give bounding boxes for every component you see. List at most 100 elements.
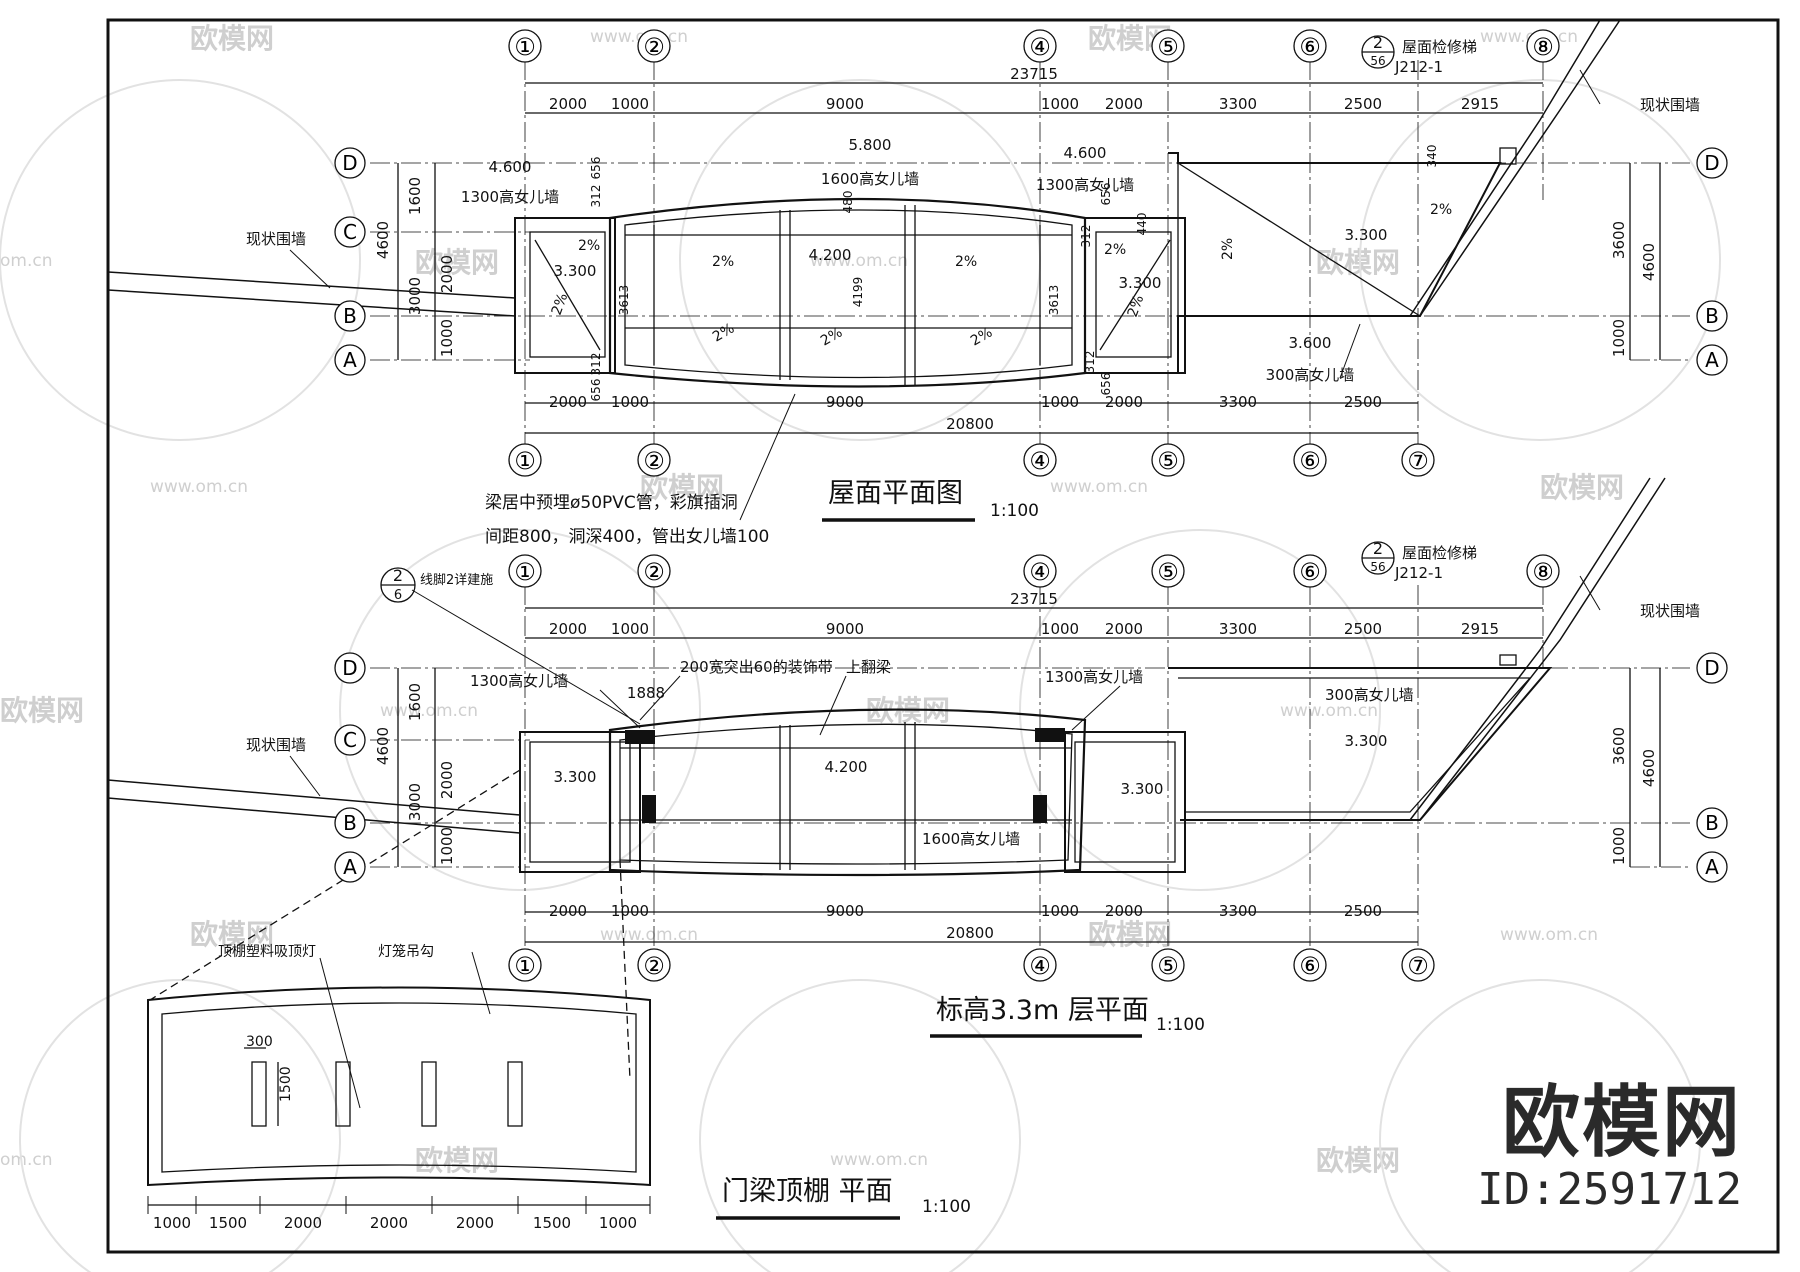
dim-text: 2000 xyxy=(549,393,587,411)
dim-text: 1000 xyxy=(611,95,649,113)
watermark-text: 欧模网 xyxy=(190,22,274,55)
ceiling-plan xyxy=(147,951,651,1214)
dim-text: 1500 xyxy=(209,1214,247,1232)
roof-annotations: 5.800 1600高女儿墙 4.600 1300高女儿墙 4.600 1300… xyxy=(246,38,1700,547)
axis-row-label: C xyxy=(343,220,357,244)
axis-bubbles-roof-rows: D C B A D B A xyxy=(334,147,1728,376)
parapet-label: 1300高女儿墙 xyxy=(1045,668,1143,686)
axis-bubble-label: ⑥ xyxy=(1299,952,1321,980)
elevation-label: 3.300 xyxy=(1345,732,1388,750)
detail-number: 2 xyxy=(1373,539,1383,558)
axis-bubble-label: ④ xyxy=(1029,952,1051,980)
light-label: 顶棚塑料吸顶灯 xyxy=(218,944,316,960)
axis-bubble-label: ② xyxy=(643,447,665,475)
dim-text: 1000 xyxy=(1041,95,1079,113)
dim-text: 1000 xyxy=(611,393,649,411)
slope-label: 2% xyxy=(578,238,600,254)
axis-row-label: B xyxy=(343,304,357,328)
axis-row-label: D xyxy=(1704,656,1719,680)
slope-label: 2% xyxy=(1220,238,1236,260)
brand-watermark: 欧模网 ID:2591712 xyxy=(1477,1084,1742,1212)
structural-columns xyxy=(625,728,1065,823)
note-text: 梁居中预埋ø50PVC管，彩旗插洞 xyxy=(485,493,738,513)
elevation-label: 3.300 xyxy=(1119,274,1162,292)
watermark-text: 欧模网 xyxy=(415,1144,499,1177)
dim-text: 480 xyxy=(841,191,855,214)
axis-bubble-label: ② xyxy=(643,952,665,980)
watermark-url: www.om.cn xyxy=(810,251,908,271)
floor-dimensions: 23715 2000 1000 9000 1000 2000 3300 2500… xyxy=(374,590,1658,942)
elevation-label: 4.200 xyxy=(825,758,868,776)
dim-text: 2500 xyxy=(1344,620,1382,638)
watermark-url: www.om.cn xyxy=(1050,477,1148,497)
dim-text: 1000 xyxy=(1041,620,1079,638)
ceiling-dimensions: 1000 1500 2000 2000 2000 1500 1000 xyxy=(153,1214,637,1232)
axis-row-label: D xyxy=(342,656,357,680)
existing-wall-label: 现状围墙 xyxy=(246,230,306,248)
overall-dim: 23715 xyxy=(1010,590,1058,608)
slope-label: 2% xyxy=(1430,202,1452,218)
existing-wall-label: 现状围墙 xyxy=(1640,96,1700,114)
drawing-title: 标高3.3m 层平面 xyxy=(936,995,1149,1026)
dim-text: 4600 xyxy=(374,221,392,259)
slope-label: 2% xyxy=(1125,293,1148,319)
axis-bubble-label: ② xyxy=(643,33,665,61)
ladder-label: 屋面检修梯 xyxy=(1402,38,1477,56)
roof-plan xyxy=(107,19,1690,450)
dim-text: 440 xyxy=(1135,213,1149,236)
asset-id: ID:2591712 xyxy=(1477,1164,1742,1215)
slope-label: 2% xyxy=(1104,242,1126,258)
drawing-scale: 1:100 xyxy=(1156,1015,1205,1035)
dim-text: 656 xyxy=(1099,183,1113,206)
slope-label: 2% xyxy=(710,320,737,345)
overall-dim: 20800 xyxy=(946,415,994,433)
elevation-label: 4.600 xyxy=(1064,144,1107,162)
watermark-text: 欧模网 xyxy=(0,694,84,727)
watermark-url: www.om.cn xyxy=(150,477,248,497)
watermark-text: 欧模网 xyxy=(190,918,274,951)
elevation-label: 4.200 xyxy=(809,246,852,264)
axis-bubbles-roof-bottom: ① ② ④ ⑤ ⑥ ⑦ xyxy=(508,443,1435,477)
dim-text: 1500 xyxy=(533,1214,571,1232)
annotation-text: 200宽突出60的装饰带 xyxy=(680,658,833,676)
dim-text: 1000 xyxy=(1610,827,1628,865)
detail-number: 2 xyxy=(393,566,403,585)
watermark-text: 欧模网 xyxy=(415,246,499,279)
elevation-label: 3.300 xyxy=(1121,780,1164,798)
floor-leaders xyxy=(289,575,1601,797)
axis-bubble-label: ⑤ xyxy=(1157,33,1179,61)
drawing-scale: 1:100 xyxy=(990,501,1039,521)
floor-annotations: 200宽突出60的装饰带 上翻梁 1300高女儿墙 1300高女儿墙 300高女… xyxy=(246,544,1700,848)
axis-row-label: A xyxy=(1705,348,1719,372)
ceiling-annotations: 顶棚塑料吸顶灯 灯笼吊勾 300 1500 xyxy=(218,943,434,1102)
axis-bubbles-roof-top: ① ② ④ ⑤ ⑥ ⑧ xyxy=(508,29,1560,63)
dim-text: 3300 xyxy=(1219,393,1257,411)
dim-text: 1000 xyxy=(1041,393,1079,411)
axis-row-label: A xyxy=(1705,855,1719,879)
dim-text: 3613 xyxy=(1047,285,1061,316)
axis-bubble-label: ① xyxy=(514,447,536,475)
watermark-text: 欧模网 xyxy=(1540,471,1624,504)
axis-bubble-label: ⑧ xyxy=(1532,558,1554,586)
slope-label: 2% xyxy=(549,291,572,317)
dim-text: 3600 xyxy=(1610,727,1628,765)
axis-bubble-label: ① xyxy=(514,558,536,586)
dim-text: 1000 xyxy=(599,1214,637,1232)
dim-text: 3000 xyxy=(406,783,424,821)
dim-text: 2000 xyxy=(370,1214,408,1232)
axis-row-label: B xyxy=(343,811,357,835)
dim-text: 656 xyxy=(1099,373,1113,396)
axis-bubbles-floor-rows: D C B A D B A xyxy=(334,652,1728,883)
parapet-label: 300高女儿墙 xyxy=(1325,686,1414,704)
parapet-label: 1300高女儿墙 xyxy=(1036,176,1134,194)
axis-bubble-label: ⑥ xyxy=(1299,447,1321,475)
dim-text: 9000 xyxy=(826,393,864,411)
dim-text: 1000 xyxy=(153,1214,191,1232)
dim-text: 300 xyxy=(246,1034,273,1050)
elevation-label: 5.800 xyxy=(849,136,892,154)
parapet-label: 1300高女儿墙 xyxy=(461,188,559,206)
dim-text: 2500 xyxy=(1344,95,1382,113)
axis-bubbles-floor-top: ① ② ④ ⑤ ⑥ ⑧ xyxy=(508,554,1560,588)
detail-sheet: 56 xyxy=(1370,54,1385,68)
